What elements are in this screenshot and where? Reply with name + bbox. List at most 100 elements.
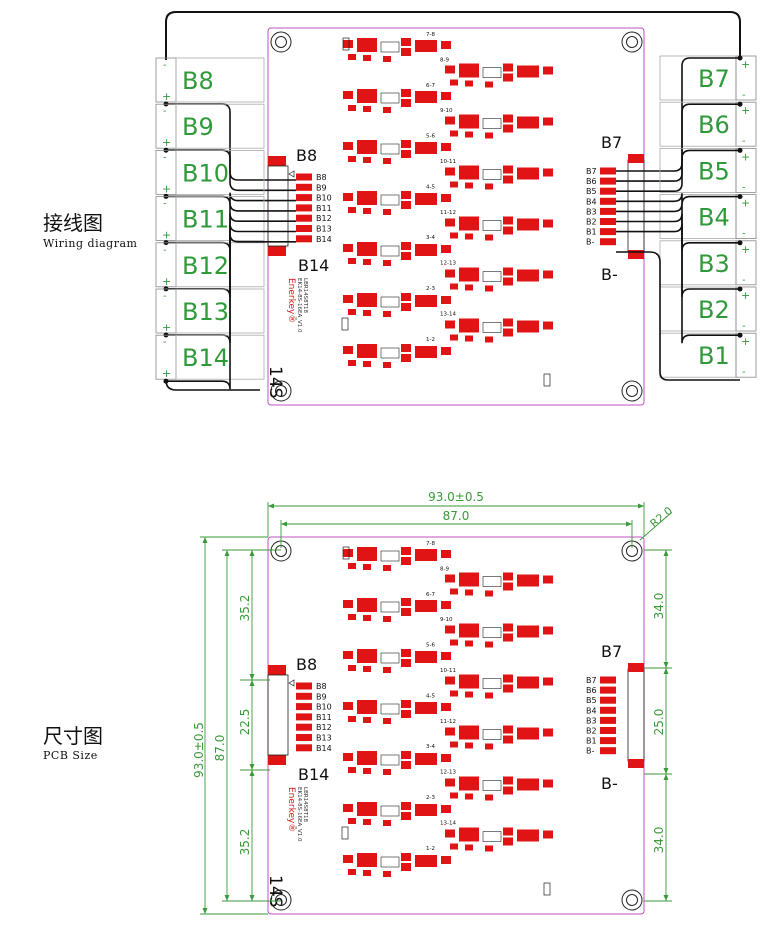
smd-pad	[343, 702, 353, 710]
connector-right-pin-label: B3	[586, 716, 597, 725]
cell-plus-sign: +	[741, 289, 750, 302]
smd-pad	[503, 267, 513, 276]
dim-arrow	[663, 550, 669, 556]
capacitor-outline	[543, 373, 551, 387]
connector-left-pin-pad	[296, 713, 312, 721]
connector-right-pin-pad	[600, 686, 616, 694]
smd-pad	[465, 793, 473, 800]
smd-pad	[348, 818, 356, 824]
connector-left-bottom-label: B14	[298, 765, 329, 784]
ic-outline	[482, 831, 502, 842]
resistor-pad	[517, 829, 539, 842]
cell-plus-sign: +	[741, 58, 750, 71]
smd-pad	[383, 209, 391, 215]
connector-right-housing	[627, 668, 645, 762]
mounting-hole-inner	[275, 385, 287, 397]
smd-pad	[348, 258, 356, 264]
smd-pad	[543, 168, 553, 177]
smd-pad	[383, 718, 391, 724]
smd-pad	[348, 309, 356, 315]
pair-label: 5-6	[426, 643, 435, 649]
series-block: 14S	[265, 875, 285, 907]
smd-pad	[363, 106, 371, 112]
smd-pad	[503, 165, 513, 174]
connector-left-pin-pad	[296, 744, 312, 752]
cell-plus-sign: +	[162, 275, 171, 288]
dim-arrow	[663, 895, 669, 901]
dim-arrow	[249, 674, 255, 680]
smd-pad	[383, 311, 391, 317]
smd-pad	[503, 623, 513, 632]
ic-outline	[380, 652, 400, 664]
smd-pad	[401, 293, 411, 301]
dim-arrow	[663, 768, 669, 774]
mounting-hole	[621, 889, 643, 911]
smd-pad	[503, 837, 513, 846]
dim-arrow	[663, 668, 669, 674]
battery-cell-right	[735, 101, 757, 147]
smd-pad	[465, 131, 473, 138]
pair-label: 9-10	[440, 108, 453, 114]
smd-pad	[441, 143, 451, 151]
battery-cell-right	[735, 194, 757, 240]
resistor-pad	[415, 346, 437, 358]
smd-pad	[485, 336, 493, 343]
battery-cell-label: B9	[182, 113, 214, 141]
smd-pad	[343, 142, 353, 150]
cell-minus-sign: -	[163, 337, 167, 348]
battery-cell-body	[175, 196, 265, 242]
resistor-pad	[415, 193, 437, 205]
connector-right-pin-pad	[600, 228, 616, 236]
smd-pad	[543, 626, 553, 635]
connector-right-pin-pad	[600, 207, 616, 215]
dim-hole-height-label: 87.0	[213, 735, 227, 762]
connector-right-pin-pad	[600, 737, 616, 745]
smd-pad	[441, 652, 451, 660]
battery-cell-label: B10	[182, 159, 229, 187]
smd-pad	[441, 805, 451, 813]
resistor-pad	[517, 676, 539, 689]
resistor-pad	[415, 855, 437, 867]
ic-outline	[482, 627, 502, 638]
pin1-marker	[288, 170, 295, 178]
smd-pad	[401, 354, 411, 362]
resistor-pad	[415, 651, 437, 663]
connector-left-pin-pad	[296, 183, 312, 191]
smd-pad	[465, 844, 473, 851]
dim-arrow	[268, 503, 274, 509]
connector-right-top-label: B7	[601, 133, 622, 152]
smd-pad	[503, 226, 513, 235]
smd-pad	[401, 303, 411, 311]
connector-right-pin-label: B4	[586, 197, 597, 206]
dim-radius-leader	[639, 511, 673, 541]
battery-cell-body	[175, 57, 265, 103]
connector-left-pin-pad	[296, 173, 312, 181]
smd-pad	[503, 735, 513, 744]
connector-right-pin-pad	[600, 187, 616, 195]
smd-pad	[441, 296, 451, 304]
connector-left-pin-pad	[296, 225, 312, 232]
smd-pad	[343, 549, 353, 557]
dim-left-bottom-label-group: 35.2	[238, 829, 252, 856]
smd-pad	[401, 802, 411, 810]
battery-cell-label: B11	[182, 206, 229, 234]
connector-end-pad	[268, 755, 286, 765]
dim-right-mid-label: 25.0	[652, 709, 666, 736]
smd-pad	[543, 117, 553, 126]
smd-pad	[401, 659, 411, 667]
smd-pad	[441, 41, 451, 49]
smd-pad	[445, 167, 455, 176]
wiring-title-en: Wiring diagram	[43, 237, 138, 250]
mounting-hole	[621, 31, 643, 53]
connector-left-pin-label: B13	[316, 734, 332, 743]
resistor-pad	[357, 140, 377, 154]
smd-pad	[543, 575, 553, 584]
dim-right-bottom-label-group: 34.0	[652, 827, 666, 854]
dim-left-mid-label-group: 22.5	[238, 709, 252, 736]
connector-right-housing	[627, 159, 645, 253]
resistor-pad	[459, 725, 479, 740]
pair-label: 4-5	[426, 184, 435, 190]
smd-pad	[465, 233, 473, 240]
resistor-pad	[357, 293, 377, 307]
resistor-pad	[459, 216, 479, 231]
